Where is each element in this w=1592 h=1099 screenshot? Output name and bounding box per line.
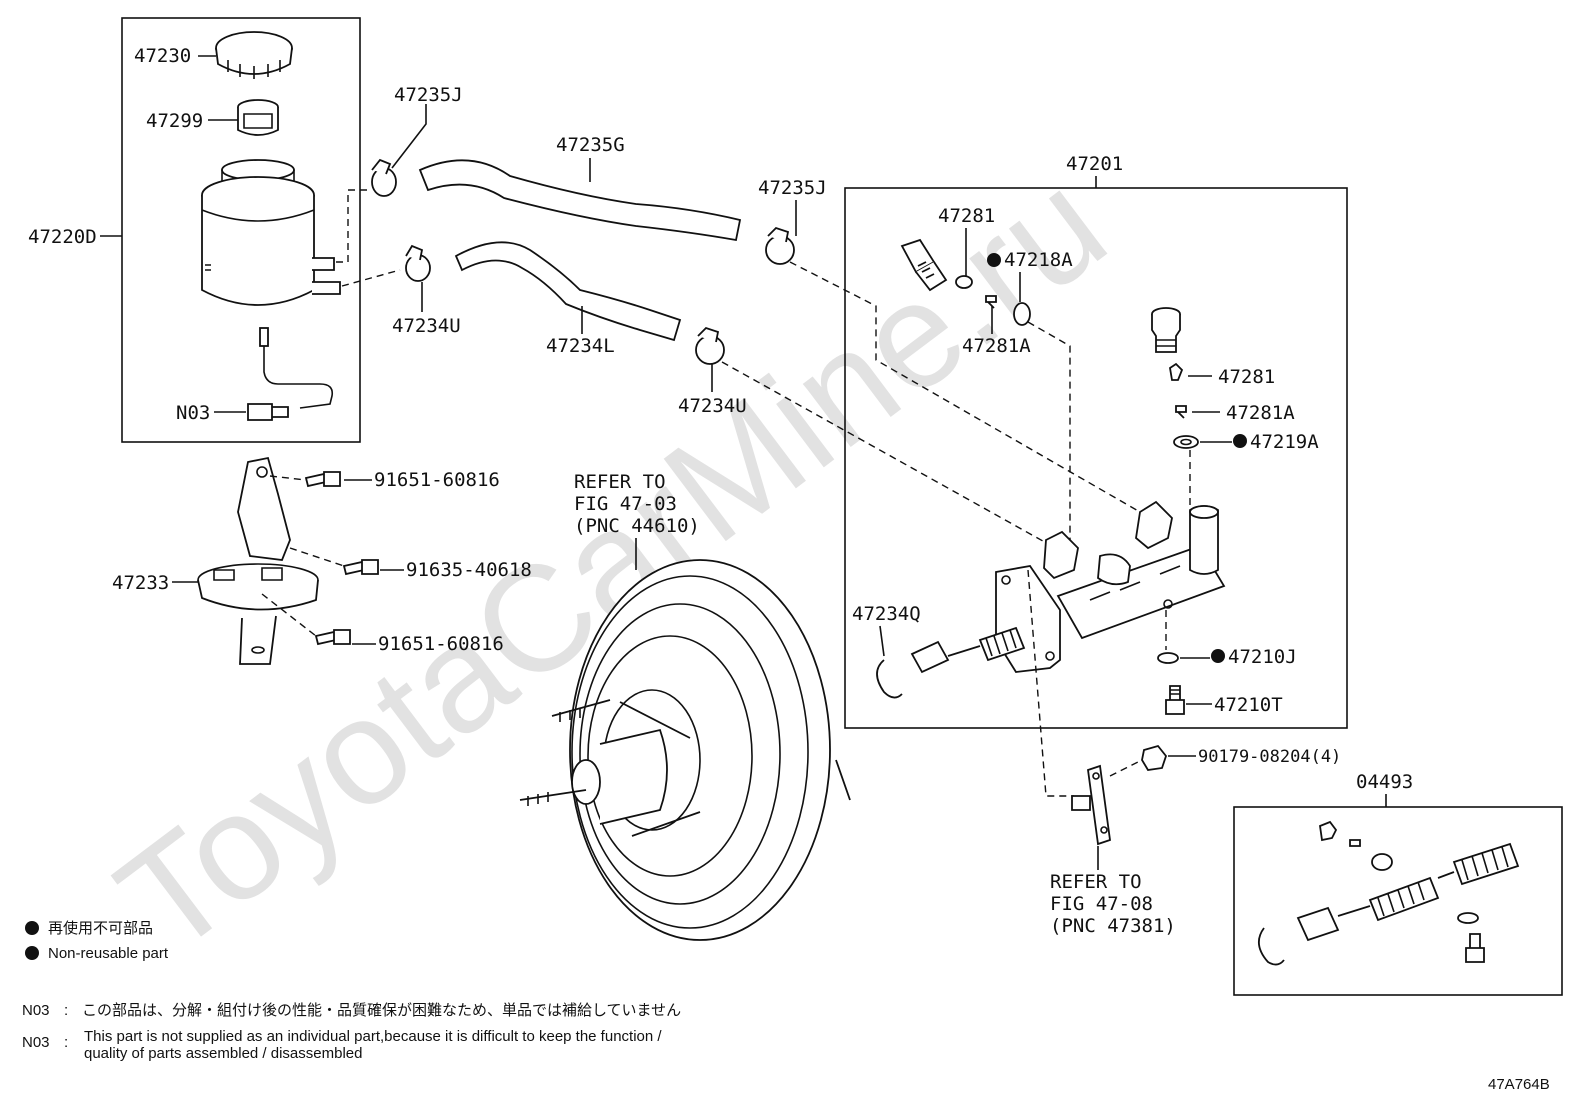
flange-bolt-icon — [314, 629, 351, 646]
label-47234U-left: 47234U — [392, 315, 461, 337]
refer1-line3: (PNC 44610) — [574, 515, 700, 537]
nut-icon — [1141, 744, 1168, 771]
label-47210J: 47210J — [1228, 646, 1297, 668]
reservoir-cap-icon — [215, 31, 293, 79]
master-cylinder-icon — [995, 500, 1226, 673]
plug-icon — [900, 238, 948, 292]
snap-ring-icon — [876, 659, 903, 699]
stopper-bolt-icon — [1165, 685, 1185, 715]
dash-nut-to-bracket — [1109, 759, 1143, 777]
grommet-ring-icon — [1173, 435, 1199, 449]
label-90179: 90179-08204(4) — [1198, 747, 1341, 767]
refer2-line1: REFER TO — [1050, 871, 1142, 893]
reservoir-hose-upper-icon — [418, 159, 742, 242]
hose-clamp-icon — [695, 326, 725, 365]
refer2-line2: FIG 47-08 — [1050, 893, 1153, 915]
plug-icon — [1151, 307, 1181, 353]
flange-bolt-icon — [304, 471, 341, 488]
label-47230: 47230 — [134, 45, 191, 67]
reservoir-bracket-icon — [197, 456, 319, 665]
union-seat-icon — [955, 275, 973, 289]
label-47235J-upper: 47235J — [394, 84, 463, 106]
repair-kit-group-box — [1233, 806, 1563, 996]
label-47210T: 47210T — [1214, 694, 1283, 716]
hose-clamp-icon — [765, 226, 795, 265]
non-reusable-marker — [1233, 434, 1247, 448]
reservoir-tank-icon — [201, 159, 341, 306]
dash-clamp-to-mc-upper — [789, 261, 1141, 513]
dash-clamp-to-mc-lower — [721, 361, 1051, 546]
leader-47234Q — [879, 625, 885, 657]
label-04493: 04493 — [1356, 771, 1413, 793]
mounting-bracket-icon — [1071, 764, 1111, 846]
label-47233: 47233 — [112, 572, 169, 594]
label-47235J-right: 47235J — [758, 177, 827, 199]
union-seat-icon — [1169, 362, 1184, 381]
piston-assembly-icon — [910, 626, 1026, 674]
label-N03: N03 — [176, 402, 210, 424]
note-en-line1: This part is not supplied as an individu… — [84, 1028, 662, 1045]
label-47281-right: 47281 — [1218, 366, 1275, 388]
leader-47235J-upper — [391, 104, 427, 169]
hose-clamp-icon — [405, 244, 431, 282]
label-47218A: 47218A — [1004, 249, 1073, 271]
dash-grommet-to-mc — [1027, 321, 1071, 540]
gasket-icon — [1157, 652, 1179, 664]
label-47234Q: 47234Q — [852, 603, 921, 625]
legend-marker-en — [25, 946, 39, 960]
refer2-line3: (PNC 47381) — [1050, 915, 1176, 937]
small-screw-icon — [1175, 405, 1187, 419]
reservoir-group-box — [121, 17, 361, 443]
non-reusable-marker — [987, 253, 1001, 267]
dash-bracket-bolt-mid — [289, 547, 345, 567]
non-reusable-marker — [1211, 649, 1225, 663]
repair-kit-parts-icon — [1258, 820, 1520, 966]
label-47220D: 47220D — [28, 226, 97, 248]
label-47234U-right: 47234U — [678, 395, 747, 417]
dash-reservoir-to-clamp-upper — [336, 189, 370, 263]
label-91651-bottom: 91651-60816 — [378, 633, 504, 655]
reservoir-hose-lower-icon — [454, 241, 682, 342]
label-91635: 91635-40618 — [406, 559, 532, 581]
label-47235G: 47235G — [556, 134, 625, 156]
label-47299: 47299 — [146, 110, 203, 132]
legend-marker-jp — [25, 921, 39, 935]
dash-reservoir-to-clamp-lower — [341, 269, 401, 287]
label-47281A-left: 47281A — [962, 335, 1031, 357]
hose-clamp-icon — [371, 158, 397, 197]
note-jp-sep: : — [64, 1002, 68, 1019]
note-en-line2: quality of parts assembled / disassemble… — [84, 1045, 362, 1062]
dash-bracket-bolt-top — [269, 475, 307, 481]
level-sensor-harness-icon — [247, 327, 334, 421]
label-47281-left: 47281 — [938, 205, 995, 227]
refer1-line2: FIG 47-03 — [574, 493, 677, 515]
grommet-ring-icon — [1013, 302, 1031, 326]
label-47219A: 47219A — [1250, 431, 1319, 453]
flange-bolt-icon — [342, 559, 379, 576]
small-screw-icon — [985, 295, 997, 309]
label-47234L: 47234L — [546, 335, 615, 357]
legend-en: Non-reusable part — [48, 945, 169, 962]
diagram-code: 47A764B — [1488, 1076, 1550, 1093]
label-91651-top: 91651-60816 — [374, 469, 500, 491]
dash-mc-to-bracket — [1027, 569, 1074, 797]
note-jp-text: この部品は、分解・組付け後の性能・品質確保が困難なため、単品では補給していません — [82, 1001, 681, 1019]
label-47281A-right: 47281A — [1226, 402, 1295, 424]
legend-jp: 再使用不可部品 — [48, 920, 153, 937]
refer1-line1: REFER TO — [574, 471, 666, 493]
note-en-code: N03 — [22, 1034, 50, 1051]
brake-booster-icon — [519, 559, 851, 941]
note-jp-code: N03 — [22, 1002, 50, 1019]
strainer-icon — [237, 99, 279, 136]
label-47201: 47201 — [1066, 153, 1123, 175]
note-en-sep: : — [64, 1034, 68, 1051]
